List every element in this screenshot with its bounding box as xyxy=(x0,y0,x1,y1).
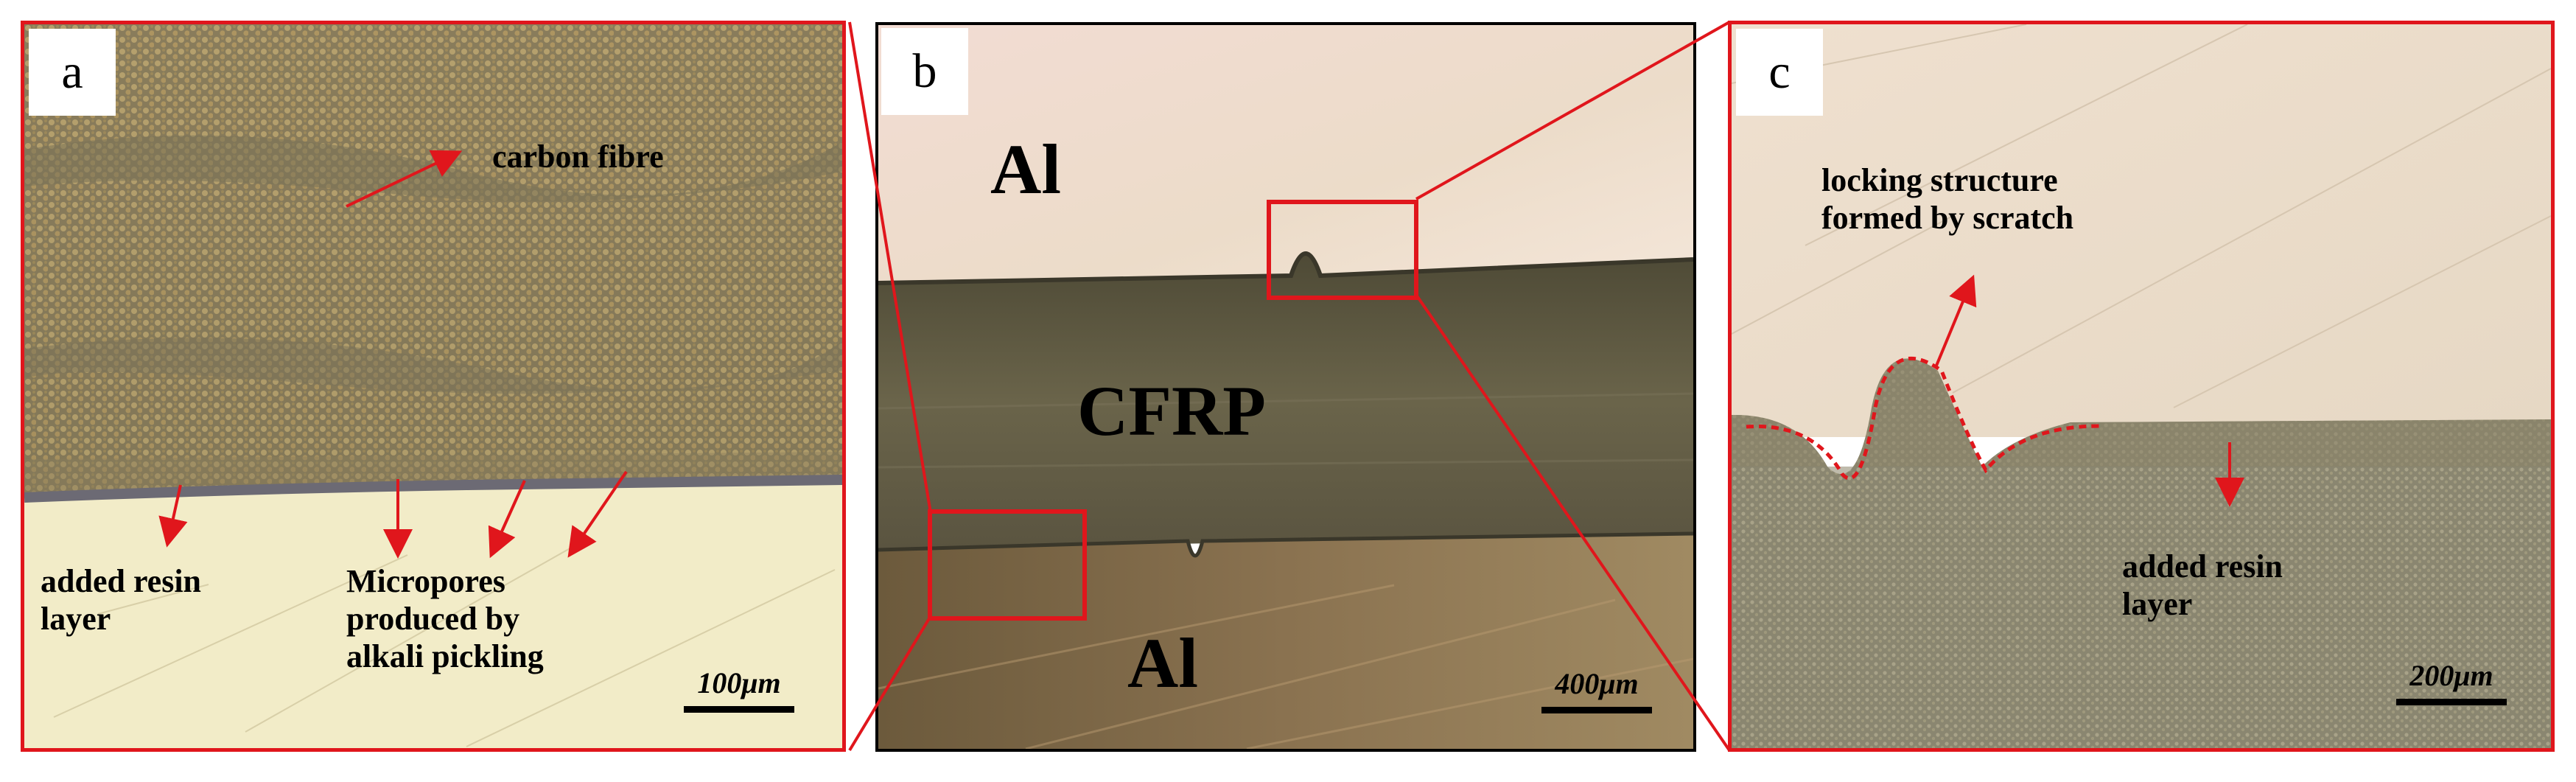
micrograph-a xyxy=(24,24,842,748)
panel-c: c locking structure formed by scratch ad… xyxy=(1728,21,2555,752)
annotation-locking-structure: locking structure formed by scratch xyxy=(1821,162,2074,237)
annotation-carbon-fibre: carbon fibre xyxy=(492,139,664,175)
annotation-added-resin-a: added resin layer xyxy=(41,563,202,638)
panel-label-b: b xyxy=(881,28,968,115)
label-cfrp: CFRP xyxy=(1077,371,1266,450)
annotation-micropores: Micropores produced by alkali pickling xyxy=(346,563,544,675)
micrograph-c xyxy=(1732,24,2551,748)
label-al-bottom: Al xyxy=(1127,624,1198,702)
panel-label-a: a xyxy=(29,29,116,116)
annotation-added-resin-c: added resin layer xyxy=(2122,548,2283,623)
label-al-top: Al xyxy=(990,130,1061,209)
scale-bar-c: 200μm xyxy=(2396,658,2507,705)
panel-label-c: c xyxy=(1736,29,1823,116)
panel-b: b Al CFRP Al 400μm xyxy=(875,22,1696,752)
scale-bar-b: 400μm xyxy=(1541,666,1652,713)
panel-a: a carbon fibre added resin layer Micropo… xyxy=(21,21,846,752)
scale-bar-a: 100μm xyxy=(684,666,794,713)
